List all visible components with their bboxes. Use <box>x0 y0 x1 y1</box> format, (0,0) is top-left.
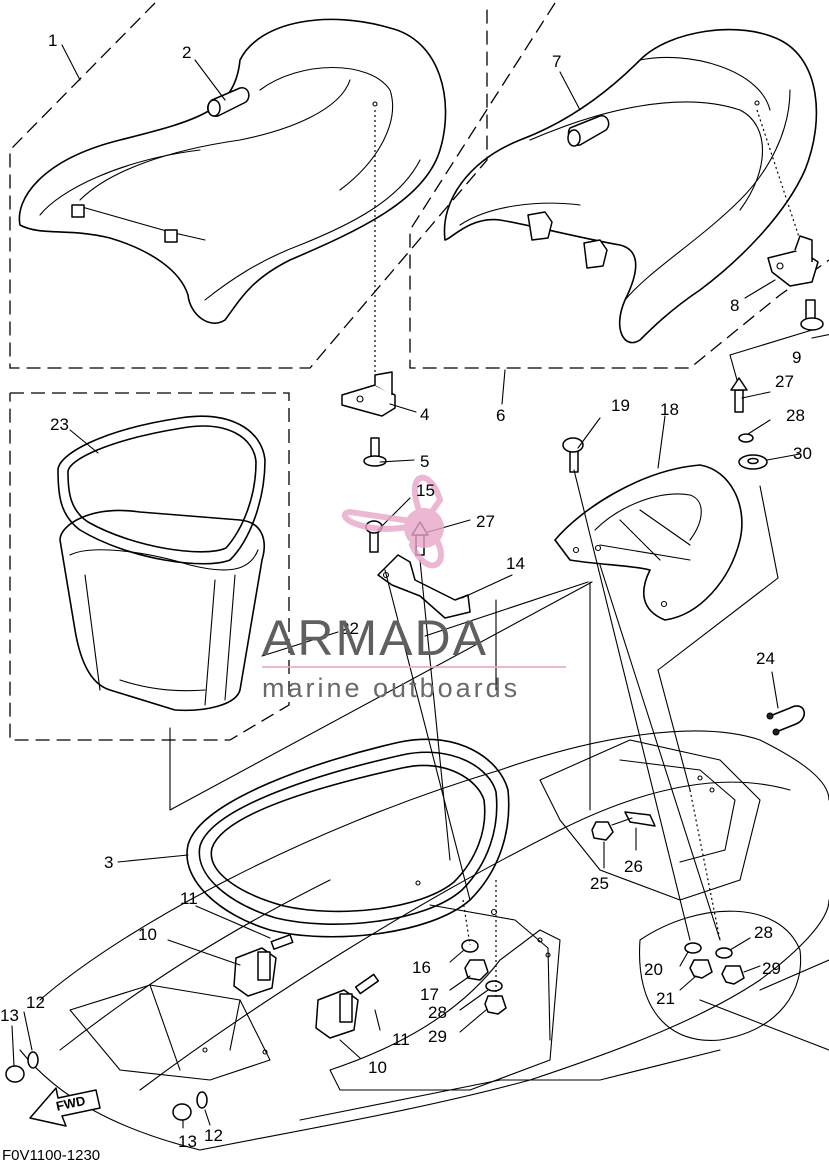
bolt-11-right <box>354 973 380 995</box>
callout-29-lower: 29 <box>762 959 781 978</box>
washer-30 <box>738 454 768 470</box>
callout-18: 18 <box>660 400 679 419</box>
nut-13-left <box>5 1065 25 1083</box>
washer-28-upper <box>738 433 754 443</box>
u-bolt-24 <box>766 705 806 736</box>
nut-13-bottom <box>172 1103 192 1121</box>
watermark-logo <box>262 474 566 668</box>
bolt-11-left <box>270 934 294 950</box>
washer-12-bottom <box>196 1091 208 1109</box>
pin-27-upper <box>730 377 748 413</box>
stopper-18 <box>554 464 743 621</box>
callout-27-upper: 27 <box>775 372 794 391</box>
fwd-arrow-icon <box>29 1087 101 1127</box>
washer-20 <box>684 942 702 954</box>
callout-29-center: 29 <box>428 1027 447 1046</box>
nut-21 <box>689 959 713 979</box>
callout-13-left: 13 <box>0 1006 19 1025</box>
nut-17 <box>464 959 489 981</box>
callout-10-left: 10 <box>138 925 157 944</box>
bin-seal-23 <box>57 415 266 565</box>
callout-8: 8 <box>730 296 739 315</box>
seat-6-group-outline <box>409 2 829 369</box>
callout-28-upper: 28 <box>786 406 805 425</box>
callout-9: 9 <box>792 348 801 367</box>
watermark-tagline: marine outboards <box>262 673 520 703</box>
latch-bracket-4 <box>341 371 396 417</box>
callout-1: 1 <box>48 31 57 50</box>
retainer-26 <box>611 811 656 827</box>
callout-28-center: 28 <box>428 1003 447 1022</box>
propeller-hub-icon <box>404 508 444 548</box>
latch-bracket-8 <box>767 235 819 287</box>
callout-19: 19 <box>611 396 630 415</box>
callout-24: 24 <box>756 649 775 668</box>
callout-3: 3 <box>104 853 113 872</box>
callout-4: 4 <box>420 405 429 424</box>
callout-30: 30 <box>793 444 812 463</box>
callout-7: 7 <box>552 52 561 71</box>
nut-29-lower <box>721 965 745 985</box>
washer-28-lower <box>715 947 733 959</box>
seat-1 <box>18 18 447 324</box>
bolt-25 <box>591 821 614 841</box>
callout-20: 20 <box>644 960 663 979</box>
seat-6 <box>443 28 818 344</box>
leader-lines <box>11 44 829 1129</box>
callout-5: 5 <box>420 452 429 471</box>
callout-6: 6 <box>496 406 505 425</box>
seat-1-group-outline <box>9 2 488 369</box>
callout-10-right: 10 <box>368 1058 387 1077</box>
callout-11-right: 11 <box>392 1030 410 1049</box>
callout-12-bottom: 12 <box>204 1126 223 1145</box>
callout-21: 21 <box>656 989 675 1008</box>
nut-29-center <box>484 995 507 1015</box>
callout-13-bottom: 13 <box>178 1132 197 1151</box>
hatch-seal-3 <box>186 738 510 938</box>
holder-10-right <box>315 989 359 1039</box>
holder-10-left <box>233 947 277 997</box>
callout-14: 14 <box>506 554 525 573</box>
watermark-brand: ARMADA <box>262 610 488 666</box>
screw-9 <box>800 299 824 331</box>
callout-12-left: 12 <box>26 993 45 1012</box>
hull-body <box>19 730 829 1151</box>
storage-bin-22 <box>59 509 265 712</box>
bolt-5 <box>363 437 387 467</box>
callout-labels: 1 2 3 4 5 6 7 8 9 10 10 11 11 12 12 13 1… <box>0 31 812 1151</box>
callout-15: 15 <box>416 481 435 500</box>
callout-27-center: 27 <box>476 512 495 531</box>
callout-11-left: 11 <box>180 889 198 908</box>
callout-16: 16 <box>412 958 431 977</box>
fwd-label: FWD <box>55 1093 87 1114</box>
callout-23: 23 <box>50 415 69 434</box>
storage-bin-group-outline <box>9 392 290 741</box>
callout-25: 25 <box>590 874 609 893</box>
assembly-line-22-3 <box>169 581 593 811</box>
callout-22: 22 <box>340 619 359 638</box>
diagram-code: F0V1100-1230 <box>2 1147 100 1163</box>
callout-17: 17 <box>420 985 439 1004</box>
callout-28-lower: 28 <box>754 923 773 942</box>
callout-26: 26 <box>624 857 643 876</box>
washer-16 <box>461 939 479 953</box>
washer-12-left <box>27 1051 39 1069</box>
callout-2: 2 <box>182 43 191 62</box>
washer-28-center <box>485 980 503 992</box>
bolt-19 <box>562 437 584 473</box>
